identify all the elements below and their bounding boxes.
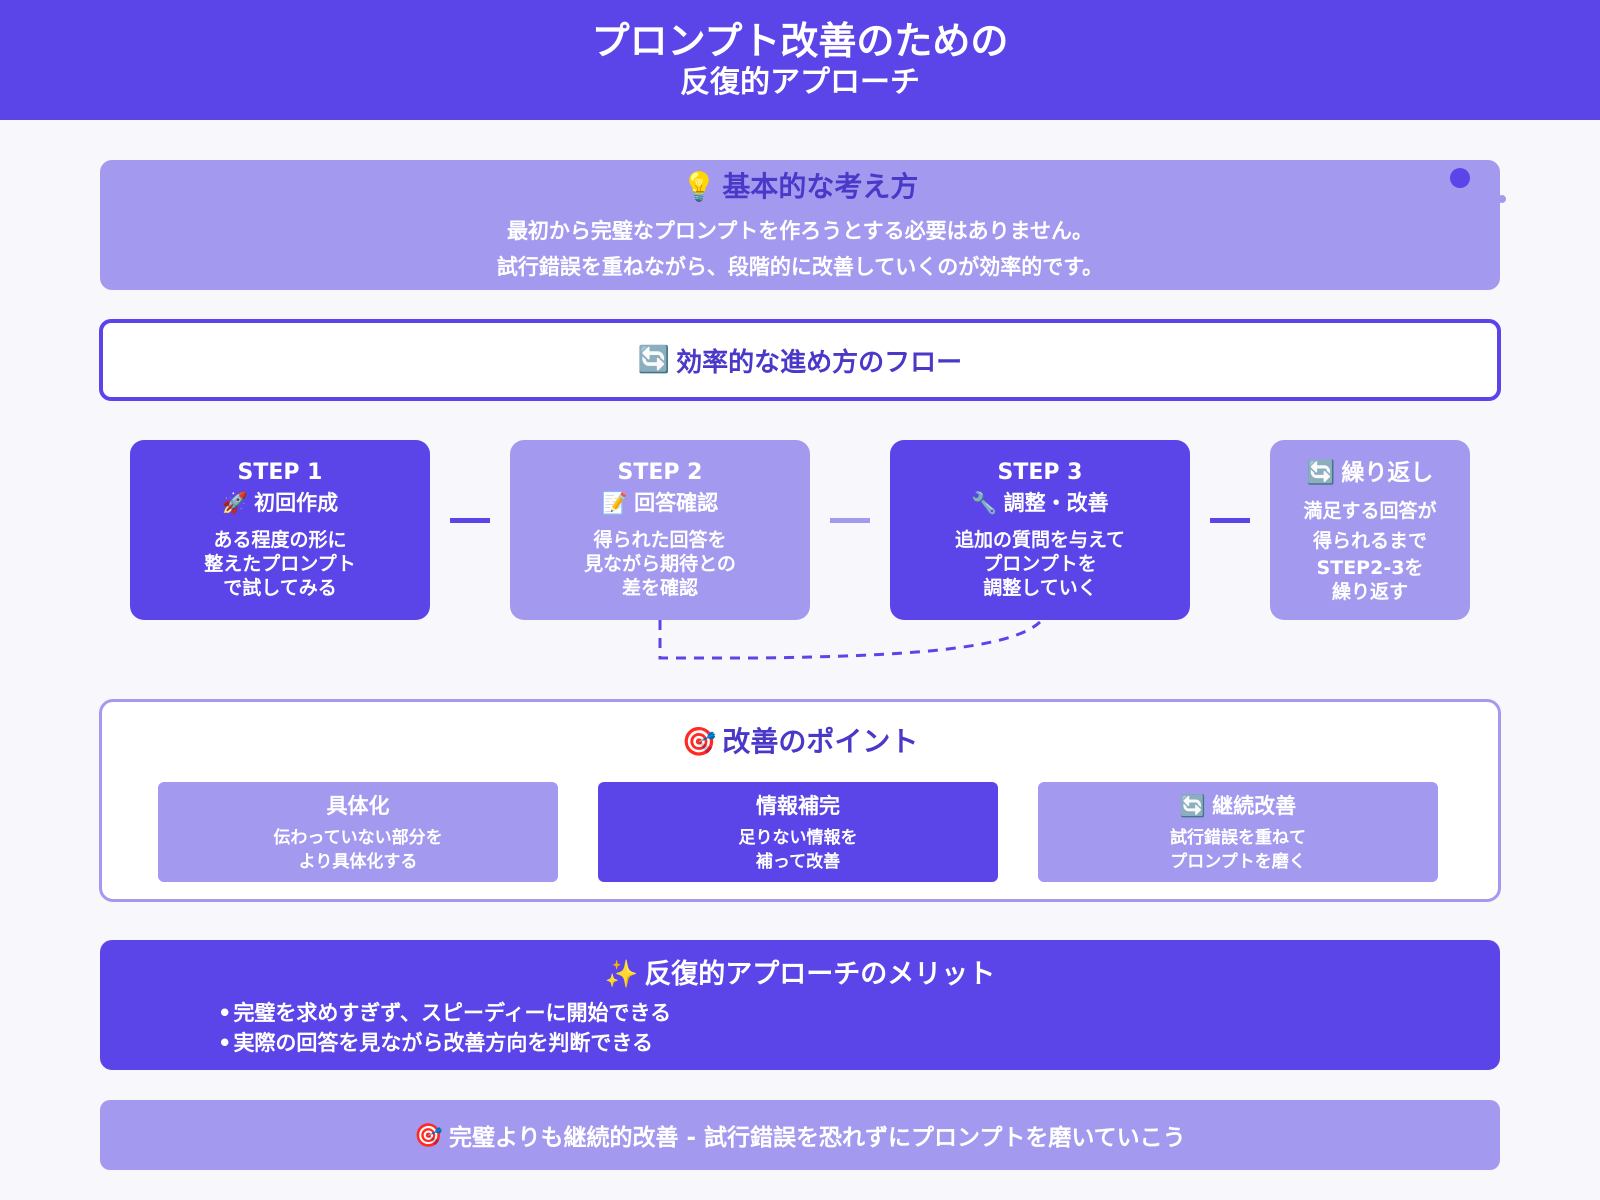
cycle-icon: 🔄	[637, 345, 671, 375]
page-header: プロンプト改善のための 反復的アプローチ	[0, 0, 1600, 120]
improvement-points-box: 🎯改善のポイント 具体化 伝わっていない部分を より具体化する 情報補完 足りな…	[99, 699, 1501, 902]
lightbulb-icon: 💡	[681, 170, 717, 203]
point-desc-line: プロンプトを磨く	[1170, 852, 1306, 872]
wrench-icon: 🔧	[971, 491, 998, 515]
point-card-specific: 具体化 伝わっていない部分を より具体化する	[158, 782, 558, 882]
step-3-card: STEP 3 🔧調整・改善 追加の質問を与えて プロンプトを 調整していく	[890, 440, 1190, 620]
step-desc-line: 見ながら期待との	[584, 553, 736, 575]
target-icon: 🎯	[681, 725, 717, 758]
target-icon: 🎯	[414, 1122, 443, 1149]
concept-title: 💡基本的な考え方	[681, 170, 919, 203]
repeat-desc-line: 繰り返す	[1331, 581, 1408, 603]
point-title: 具体化	[326, 794, 390, 818]
sparkles-icon: ✨	[604, 959, 639, 990]
repeat-desc-line: 得られるまで	[1312, 530, 1427, 552]
step-desc-line: プロンプトを	[983, 553, 1097, 575]
cycle-icon: 🔄	[1306, 460, 1336, 486]
concept-line-1: 最初から完璧なプロンプトを作ろうとする必要はありません。	[506, 219, 1094, 243]
point-title: 🔄継続改善	[1179, 794, 1297, 818]
repeat-title: 🔄繰り返し	[1306, 460, 1434, 486]
repeat-desc-line: 満足する回答が	[1303, 500, 1437, 522]
step-title: 🚀初回作成	[221, 491, 339, 515]
page-title-line1: プロンプト改善のための	[591, 19, 1009, 63]
step-1-card: STEP 1 🚀初回作成 ある程度の形に 整えたプロンプト で試してみる	[130, 440, 430, 620]
step-label: STEP 1	[237, 460, 323, 485]
cycle-icon: 🔄	[1179, 794, 1207, 818]
decorative-dot	[1450, 168, 1470, 188]
concept-line-2: 試行錯誤を重ねながら、段階的に改善していくのが効率的です。	[496, 255, 1104, 279]
step-desc-line: 得られた回答を	[593, 529, 727, 551]
step-desc-line: 追加の質問を与えて	[954, 529, 1126, 551]
step-desc-line: 整えたプロンプト	[204, 553, 356, 575]
connector-1	[450, 518, 490, 523]
concept-box: 💡基本的な考え方 最初から完璧なプロンプトを作ろうとする必要はありません。 試行…	[100, 160, 1500, 290]
step-title: 📝回答確認	[601, 491, 719, 515]
merit-title: ✨反復的アプローチのメリット	[604, 959, 996, 990]
step-desc-line: 差を確認	[621, 577, 698, 599]
flow-title-box: 🔄効率的な進め方のフロー	[99, 319, 1501, 401]
decorative-dot-small	[1498, 195, 1506, 203]
point-desc-line: 伝わっていない部分を	[273, 828, 443, 848]
merit-item: 実際の回答を見ながら改善方向を判断できる	[218, 1028, 671, 1058]
merit-box: ✨反復的アプローチのメリット 完璧を求めすぎず、スピーディーに開始できる 実際の…	[100, 940, 1500, 1070]
step-label: STEP 2	[617, 460, 703, 485]
repeat-card: 🔄繰り返し 満足する回答が 得られるまで STEP2-3を 繰り返す	[1270, 440, 1470, 620]
footer-banner: 🎯完璧よりも継続的改善 - 試行錯誤を恐れずにプロンプトを磨いていこう	[100, 1100, 1500, 1170]
merit-list: 完璧を求めすぎず、スピーディーに開始できる 実際の回答を見ながら改善方向を判断で…	[218, 998, 671, 1058]
connector-3	[1210, 518, 1250, 523]
step-2-card: STEP 2 📝回答確認 得られた回答を 見ながら期待との 差を確認	[510, 440, 810, 620]
step-desc-line: 調整していく	[983, 577, 1097, 599]
step-title: 🔧調整・改善	[971, 491, 1109, 515]
point-title: 情報補完	[756, 794, 840, 818]
point-card-supplement: 情報補完 足りない情報を 補って改善	[598, 782, 998, 882]
rocket-icon: 🚀	[221, 491, 249, 515]
point-desc-line: 試行錯誤を重ねて	[1170, 828, 1306, 848]
point-desc-line: より具体化する	[298, 852, 418, 872]
point-card-continuous: 🔄継続改善 試行錯誤を重ねて プロンプトを磨く	[1038, 782, 1438, 882]
step-desc-line: で試してみる	[223, 577, 337, 599]
point-desc-line: 補って改善	[755, 852, 841, 872]
page-title-line2: 反復的アプローチ	[680, 65, 920, 100]
step-desc-line: ある程度の形に	[213, 529, 347, 551]
memo-icon: 📝	[601, 491, 629, 515]
footer-text: 完璧よりも継続的改善 - 試行錯誤を恐れずにプロンプトを磨いていこう	[448, 1125, 1186, 1151]
connector-2	[830, 518, 870, 523]
merit-item: 完璧を求めすぎず、スピーディーに開始できる	[218, 998, 671, 1028]
repeat-desc-line: STEP2-3を	[1316, 557, 1424, 579]
points-title: 🎯改善のポイント	[681, 725, 919, 758]
flow-title: 効率的な進め方のフロー	[676, 347, 963, 378]
step-label: STEP 3	[997, 460, 1083, 485]
point-desc-line: 足りない情報を	[738, 828, 858, 848]
